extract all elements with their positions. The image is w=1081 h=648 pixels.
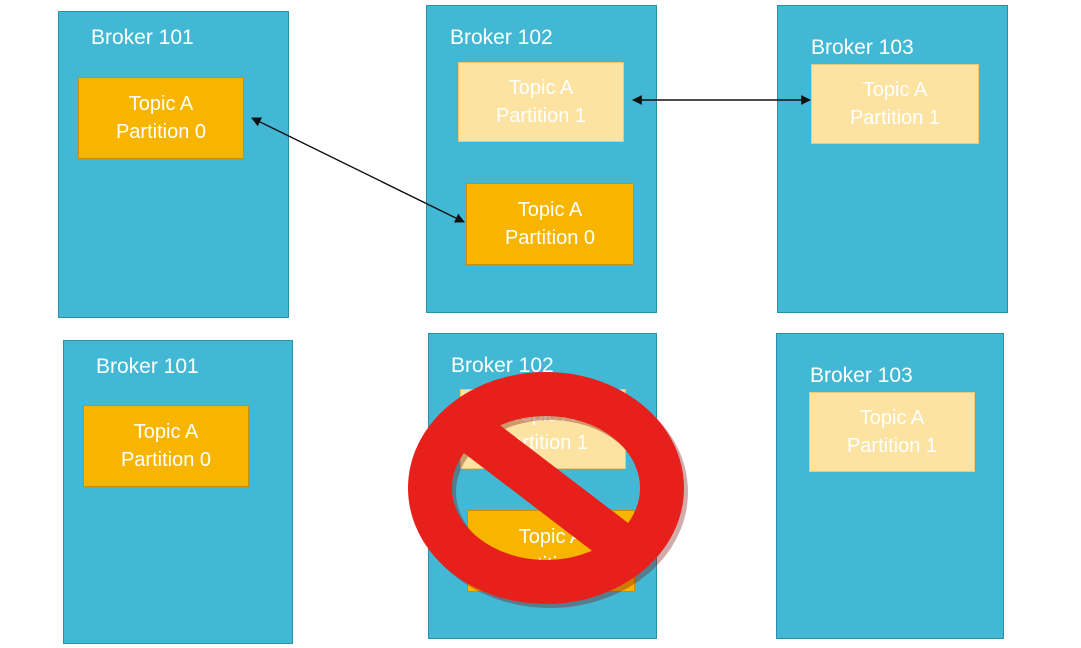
partition-topic: Topic A [510,404,576,426]
partition-topic: Topic A [508,77,574,99]
broker-title: Broker 102 [451,354,554,377]
broker-101-bottom: Broker 101 Topic A Partition 0 [63,340,293,644]
broker-title: Broker 101 [96,355,199,378]
partition-number: Partition 1 [497,432,589,454]
partition-follower: Topic A Partition 1 [809,392,975,472]
broker-103-top: Broker 103 Topic A Partition 1 [777,5,1008,313]
partition-leader: Topic A Partition 0 [83,405,249,487]
broker-103-bottom: Broker 103 Topic A Partition 1 [776,333,1004,639]
partition-number: Partition 1 [495,105,587,127]
partition-number: Partition 0 [115,121,207,143]
partition-topic: Topic A [859,407,925,429]
partition-topic: Topic A [517,199,583,221]
partition-number: Partition 0 [504,227,596,249]
broker-101-top: Broker 101 Topic A Partition 0 [58,11,289,318]
broker-102-top: Broker 102 Topic A Partition 1 Topic A P… [426,5,657,313]
partition-leader: Topic A Partition 0 [466,183,634,265]
partition-leader: Topic A Partition 0 [467,510,635,592]
partition-topic: Topic A [862,79,928,101]
partition-topic: Topic A [128,93,194,115]
partition-number: Partition 0 [505,554,597,576]
partition-follower: Topic A Partition 1 [811,64,979,144]
partition-topic: Topic A [133,421,199,443]
broker-title: Broker 103 [811,36,914,59]
partition-follower: Topic A Partition 1 [460,389,626,469]
partition-number: Partition 1 [849,107,941,129]
partition-leader: Topic A Partition 0 [78,77,244,159]
broker-title: Broker 101 [91,26,194,49]
partition-follower: Topic A Partition 1 [458,62,624,142]
broker-title: Broker 102 [450,26,553,49]
broker-title: Broker 103 [810,364,913,387]
broker-102-bottom: Broker 102 Topic A Partition 1 Topic A P… [428,333,657,639]
partition-number: Partition 1 [846,435,938,457]
partition-number: Partition 0 [120,449,212,471]
partition-topic: Topic A [518,526,584,548]
